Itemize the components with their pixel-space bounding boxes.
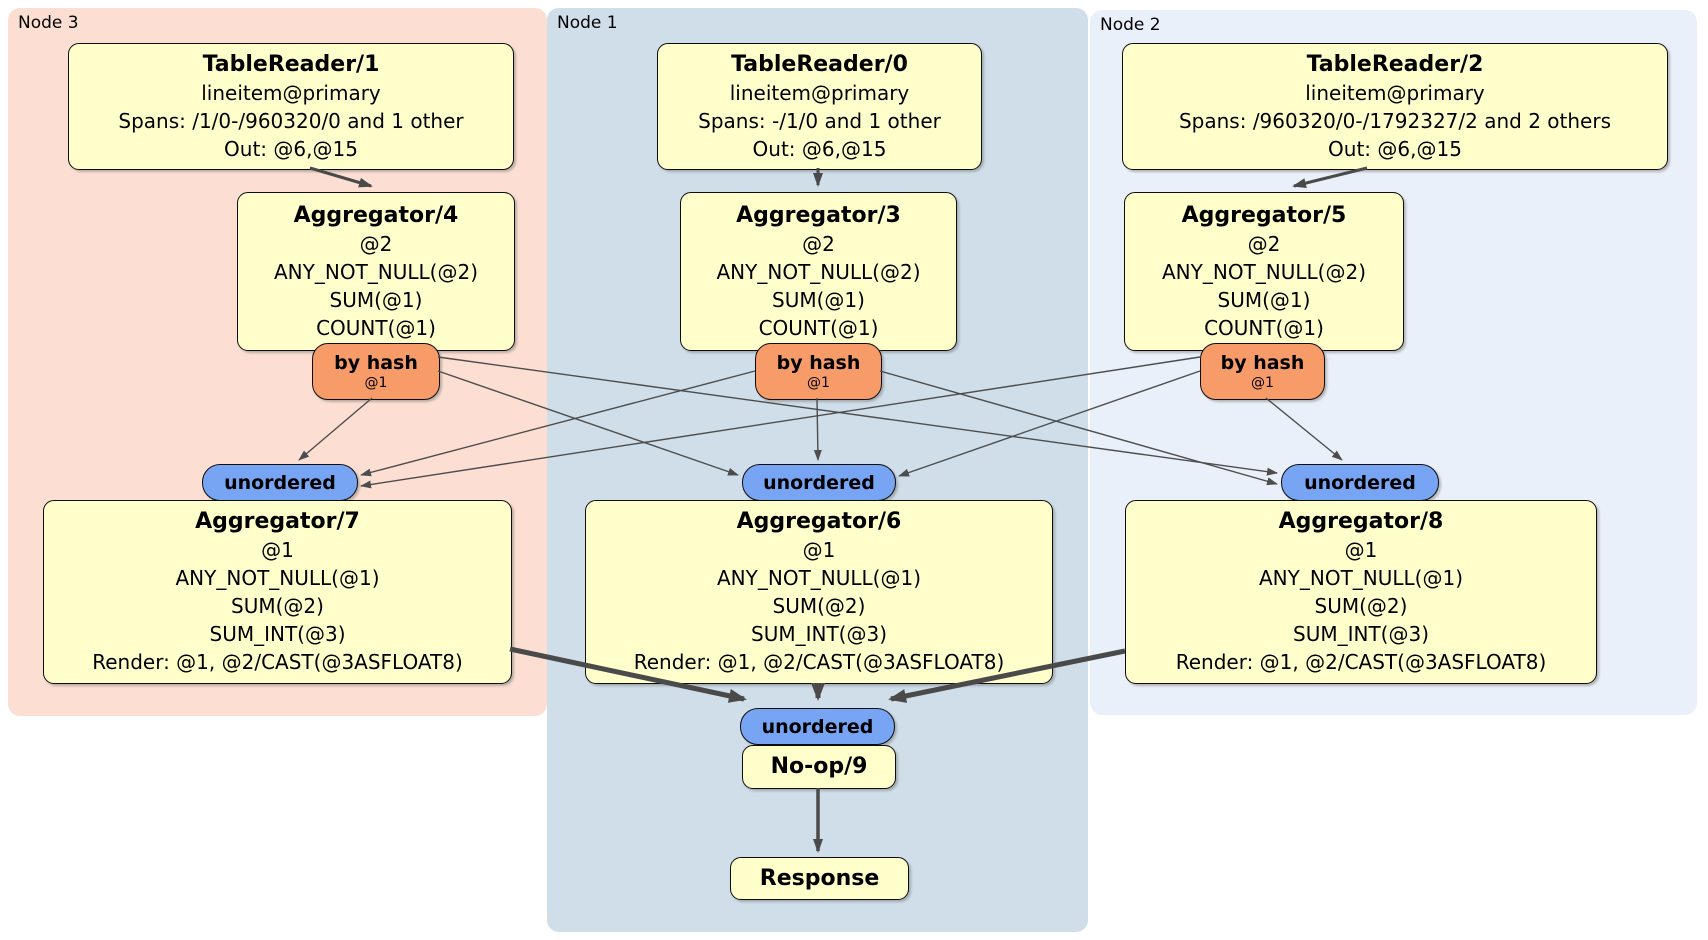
aggregator-7-expr3: SUM_INT(@3) <box>209 622 346 646</box>
unordered-sync-node3: unordered <box>202 464 358 501</box>
aggregator-8-expr3: SUM_INT(@3) <box>1293 622 1429 646</box>
by-hash-router-node3: by hash @1 <box>312 343 440 400</box>
tablereader-0-spans: Spans: -/1/0 and 1 other <box>698 108 941 133</box>
response-node: Response <box>730 857 909 900</box>
tablereader-0-index: lineitem@primary <box>729 80 910 105</box>
tablereader-1-node: TableReader/1 lineitem@primary Spans: /1… <box>68 43 514 170</box>
node2-region-label: Node 2 <box>1100 15 1161 35</box>
aggregator-6-node: Aggregator/6 @1 ANY_NOT_NULL(@1) SUM(@2)… <box>585 500 1053 684</box>
aggregator-5-group: @2 <box>1247 231 1281 256</box>
aggregator-8-node: Aggregator/8 @1 ANY_NOT_NULL(@1) SUM(@2)… <box>1125 500 1597 684</box>
node1-region-label: Node 1 <box>557 13 618 33</box>
aggregator-5-title: Aggregator/5 <box>1181 202 1347 228</box>
aggregator-4-expr1: ANY_NOT_NULL(@2) <box>274 259 478 284</box>
aggregator-7-group: @1 <box>261 538 294 562</box>
aggregator-8-title: Aggregator/8 <box>1278 509 1444 534</box>
aggregator-8-expr1: ANY_NOT_NULL(@1) <box>1259 566 1463 590</box>
aggregator-4-title: Aggregator/4 <box>293 202 459 228</box>
tablereader-2-spans: Spans: /960320/0-/1792327/2 and 2 others <box>1178 108 1611 133</box>
by-hash-columns: @1 <box>807 374 830 391</box>
by-hash-router-node1: by hash @1 <box>755 343 882 400</box>
aggregator-3-expr2: SUM(@1) <box>772 287 865 312</box>
by-hash-label: by hash <box>776 351 861 374</box>
tablereader-0-title: TableReader/0 <box>731 51 908 77</box>
aggregator-4-expr3: COUNT(@1) <box>316 315 436 340</box>
aggregator-5-expr3: COUNT(@1) <box>1204 315 1324 340</box>
aggregator-7-node: Aggregator/7 @1 ANY_NOT_NULL(@1) SUM(@2)… <box>43 500 512 684</box>
aggregator-8-render: Render: @1, @2/CAST(@3ASFLOAT8) <box>1175 650 1547 674</box>
aggregator-4-expr2: SUM(@1) <box>329 287 423 312</box>
response-title: Response <box>759 865 880 891</box>
aggregator-6-group: @1 <box>802 538 836 562</box>
aggregator-7-render: Render: @1, @2/CAST(@3ASFLOAT8) <box>92 650 463 674</box>
aggregator-6-expr2: SUM(@2) <box>772 594 866 618</box>
aggregator-5-node: Aggregator/5 @2 ANY_NOT_NULL(@2) SUM(@1)… <box>1124 192 1404 351</box>
aggregator-5-expr2: SUM(@1) <box>1217 287 1311 312</box>
tablereader-2-title: TableReader/2 <box>1306 51 1484 77</box>
tablereader-1-out: Out: @6,@15 <box>224 136 358 161</box>
tablereader-1-spans: Spans: /1/0-/960320/0 and 1 other <box>118 108 464 133</box>
aggregator-6-title: Aggregator/6 <box>736 509 902 534</box>
no-op-9-node: No-op/9 <box>742 745 896 789</box>
unordered-sync-node2: unordered <box>1281 464 1439 501</box>
aggregator-8-group: @1 <box>1344 538 1378 562</box>
by-hash-label: by hash <box>334 351 418 374</box>
node3-region-label: Node 3 <box>18 13 79 33</box>
by-hash-label: by hash <box>1220 351 1305 374</box>
aggregator-3-expr1: ANY_NOT_NULL(@2) <box>716 259 921 284</box>
tablereader-1-title: TableReader/1 <box>202 51 380 77</box>
no-op-9-title: No-op/9 <box>770 754 868 779</box>
tablereader-2-node: TableReader/2 lineitem@primary Spans: /9… <box>1122 43 1668 170</box>
aggregator-3-node: Aggregator/3 @2 ANY_NOT_NULL(@2) SUM(@1)… <box>680 192 957 351</box>
unordered-sync-node1: unordered <box>742 464 896 501</box>
aggregator-8-expr2: SUM(@2) <box>1314 594 1408 618</box>
aggregator-5-expr1: ANY_NOT_NULL(@2) <box>1162 259 1366 284</box>
aggregator-3-expr3: COUNT(@1) <box>758 315 879 340</box>
by-hash-columns: @1 <box>364 374 388 391</box>
by-hash-router-node2: by hash @1 <box>1200 343 1325 400</box>
aggregator-7-expr1: ANY_NOT_NULL(@1) <box>175 566 380 590</box>
aggregator-4-node: Aggregator/4 @2 ANY_NOT_NULL(@2) SUM(@1)… <box>237 192 515 351</box>
tablereader-2-out: Out: @6,@15 <box>1328 136 1462 161</box>
aggregator-3-title: Aggregator/3 <box>736 202 901 228</box>
by-hash-columns: @1 <box>1251 374 1274 391</box>
tablereader-0-node: TableReader/0 lineitem@primary Spans: -/… <box>657 43 982 170</box>
aggregator-6-expr1: ANY_NOT_NULL(@1) <box>717 566 921 590</box>
unordered-sync-final: unordered <box>740 708 895 745</box>
aggregator-7-title: Aggregator/7 <box>195 509 360 534</box>
aggregator-6-render: Render: @1, @2/CAST(@3ASFLOAT8) <box>633 650 1005 674</box>
tablereader-2-index: lineitem@primary <box>1305 80 1485 105</box>
aggregator-4-group: @2 <box>359 231 393 256</box>
tablereader-1-index: lineitem@primary <box>201 80 381 105</box>
aggregator-7-expr2: SUM(@2) <box>231 594 324 618</box>
aggregator-3-group: @2 <box>802 231 835 256</box>
aggregator-6-expr3: SUM_INT(@3) <box>751 622 887 646</box>
tablereader-0-out: Out: @6,@15 <box>752 136 887 161</box>
